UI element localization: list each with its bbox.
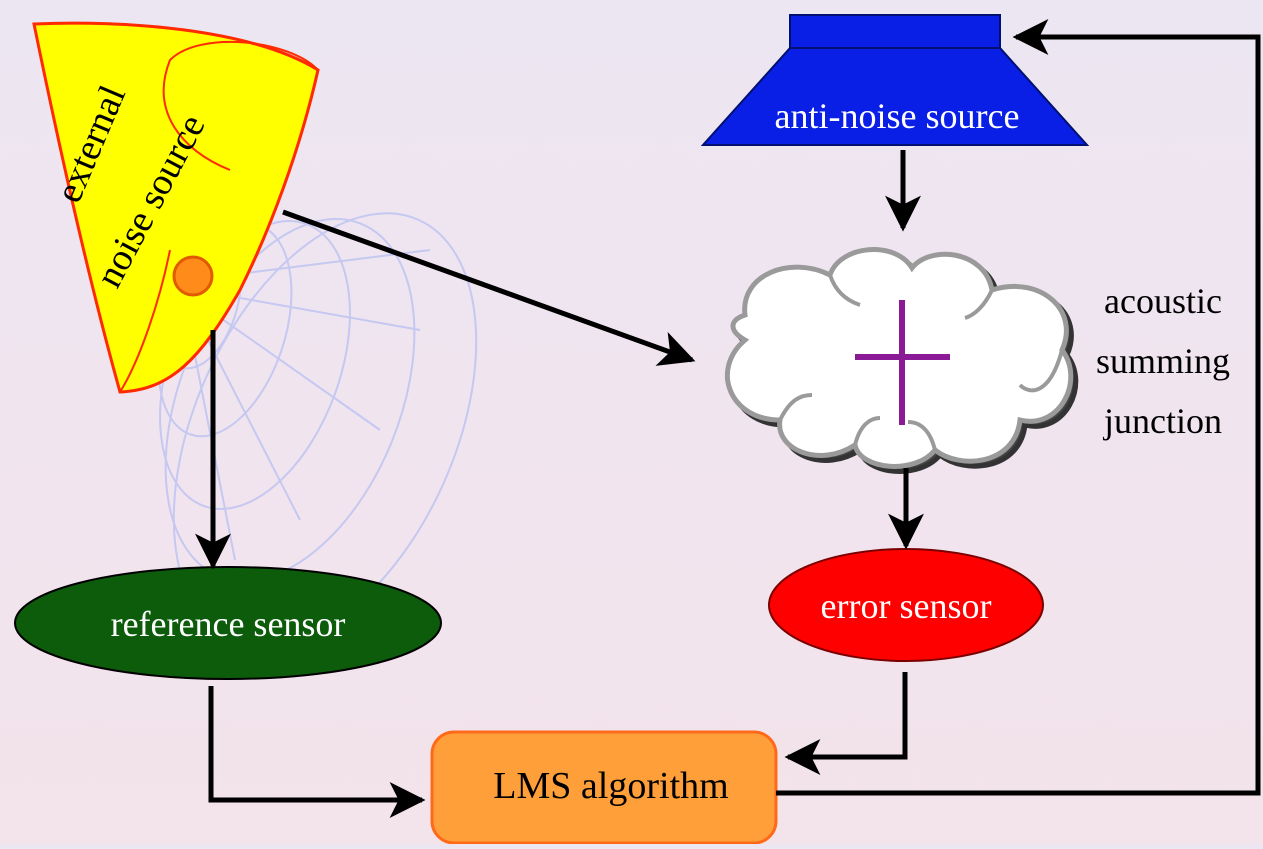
speaker-top — [789, 14, 1001, 49]
reference-sensor-label: reference sensor — [111, 604, 346, 644]
arrow-lms-to-antinoise — [776, 19, 1261, 796]
lms-algorithm-box — [430, 730, 778, 845]
cloud-inner-curves — [778, 274, 1064, 451]
noise-cone-rim — [162, 40, 319, 171]
acoustic-summing-junction: acoustic summing junction — [725, 247, 1230, 474]
arrow-error-to-lms — [784, 672, 908, 775]
junction-label-line2: summing — [1096, 341, 1230, 381]
reference-sensor: reference sensor — [14, 566, 442, 680]
error-sensor: error sensor — [768, 548, 1044, 662]
lms-algorithm: LMS algorithm — [430, 730, 778, 845]
junction-label-line3: junction — [1102, 401, 1222, 441]
arrow-reference-to-lms — [208, 686, 426, 818]
lms-algorithm-label: LMS algorithm — [493, 765, 728, 807]
anti-noise-source: anti-noise source — [700, 14, 1090, 146]
plus-sign — [855, 300, 950, 425]
external-noise-source: external noise source — [32, 21, 320, 394]
speaker-body — [700, 47, 1090, 146]
noise-source-dot — [172, 255, 214, 297]
noise-cone-shape — [32, 21, 320, 394]
anti-noise-label: anti-noise source — [775, 96, 1020, 136]
arrow-noise-to-junction — [282, 209, 696, 366]
junction-label-line1: acoustic — [1104, 281, 1222, 321]
arrows — [195, 19, 1261, 818]
error-sensor-label: error sensor — [821, 586, 992, 626]
noise-cone-inner — [119, 249, 171, 393]
